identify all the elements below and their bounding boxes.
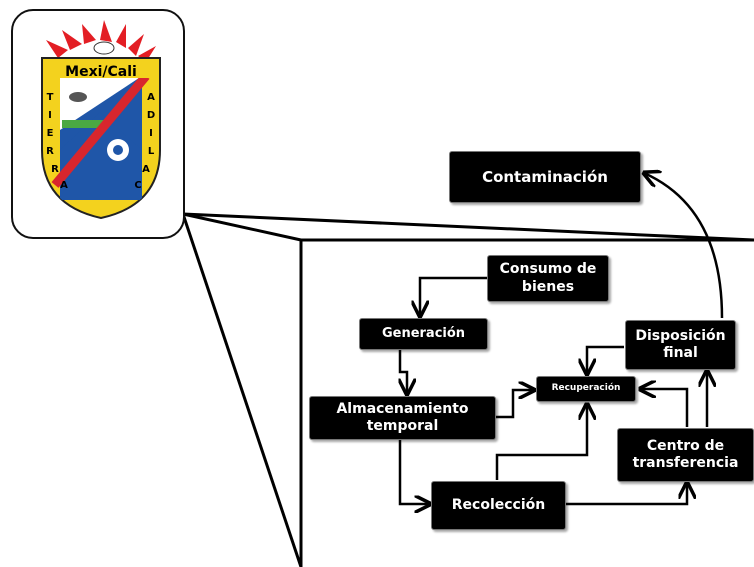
node-generacion-label: Generación	[381, 325, 466, 341]
arrow-centro-to-recuperacion	[640, 389, 689, 427]
node-recoleccion: Recolección	[431, 481, 566, 530]
node-centro-label: Centro de transferencia	[632, 437, 739, 472]
flow-connectors	[398, 173, 724, 506]
node-recuperacion-label: Recuperación	[551, 383, 621, 394]
node-centro-de-transferencia: Centro de transferencia	[617, 428, 754, 482]
node-consumo-label: Consumo de bienes	[499, 261, 597, 295]
logo-city-name: Mexi/Cali	[65, 64, 137, 80]
node-disposicion-final: Disposición final	[625, 320, 736, 370]
arrow-disposicion-to-recuperacion	[587, 345, 624, 374]
arrow-almacenamiento-to-recuperacion	[496, 390, 534, 419]
sun-rays-crown	[46, 20, 156, 62]
node-disposicion-label: Disposición final	[635, 327, 726, 362]
node-contaminacion: Contaminación	[449, 151, 641, 203]
arrow-disposicion-to-contaminacion	[644, 173, 724, 319]
arrow-recoleccion-to-recuperacion	[495, 404, 587, 480]
node-recoleccion-label: Recolección	[451, 496, 546, 513]
node-generacion: Generación	[359, 318, 488, 350]
node-almacenamiento-label: Almacenamiento temporal	[336, 400, 469, 435]
arrow-almacenamiento-to-recoleccion	[398, 440, 430, 504]
arrow-recoleccion-to-centro	[566, 483, 687, 506]
arrow-consumo-to-generacion	[420, 276, 487, 316]
node-almacenamiento-temporal: Almacenamiento temporal	[309, 396, 496, 440]
node-consumo-de-bienes: Consumo de bienes	[487, 255, 609, 302]
node-recuperacion: Recuperación	[536, 376, 636, 402]
zoom-perspective-lines	[181, 212, 754, 567]
arrow-generacion-to-almacenamiento	[400, 350, 407, 394]
node-contaminacion-label: Contaminación	[482, 167, 608, 186]
